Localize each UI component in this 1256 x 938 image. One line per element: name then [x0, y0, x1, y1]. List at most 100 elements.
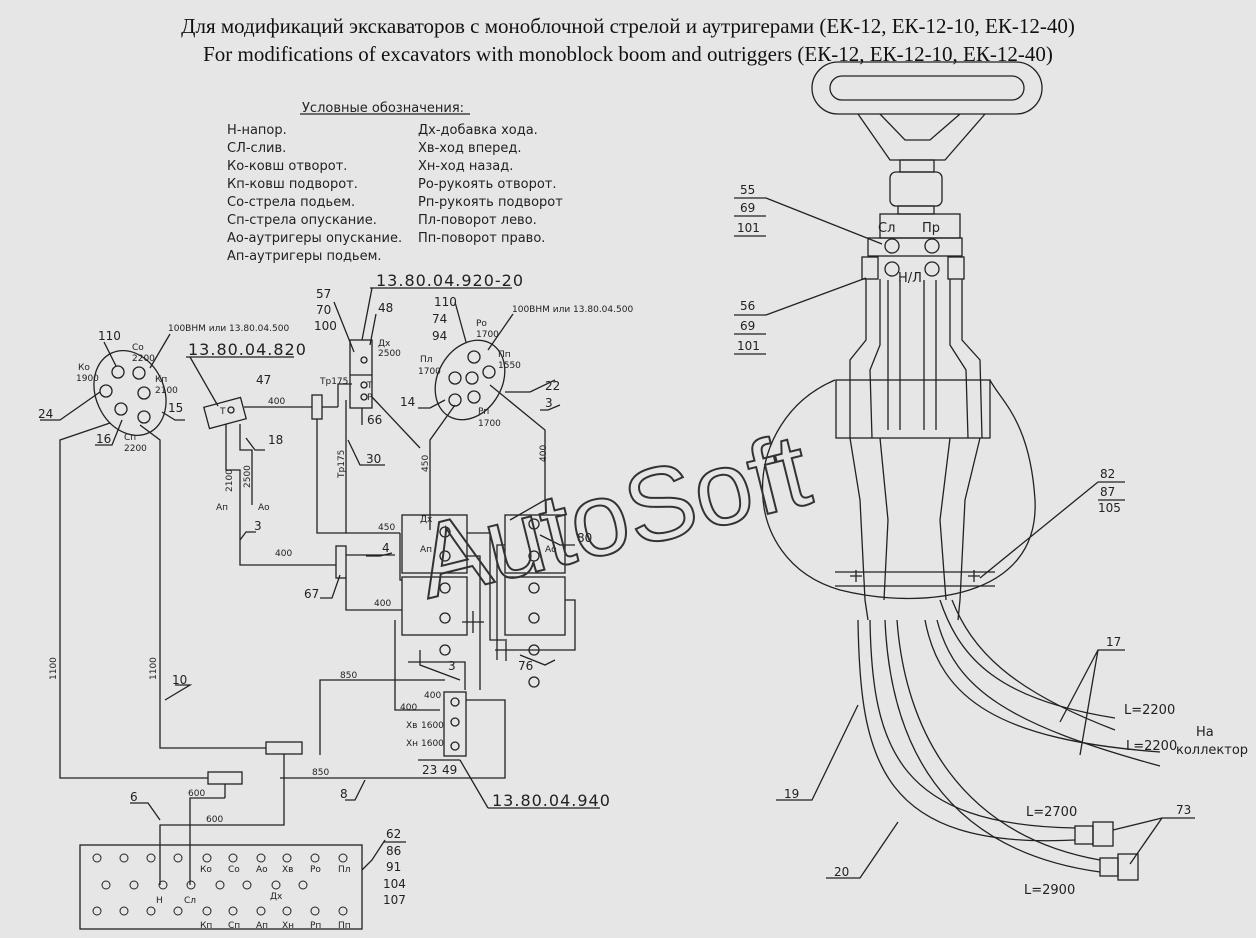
svg-text:8: 8: [340, 787, 348, 801]
hose-17: [924, 599, 1161, 767]
svg-text:400: 400: [268, 397, 285, 407]
line-400d: [394, 620, 440, 711]
svg-text:Сп: Сп: [228, 921, 240, 931]
svg-text:Пр: Пр: [922, 221, 940, 236]
svg-text:87: 87: [1100, 485, 1115, 499]
svg-text:600: 600: [206, 815, 223, 825]
svg-text:110: 110: [98, 329, 121, 343]
valve-block-left: [93, 349, 167, 437]
svg-text:1550: 1550: [498, 361, 521, 371]
line-850b: [280, 699, 506, 779]
leader-67: [320, 574, 341, 599]
leader-48: [369, 313, 377, 346]
legend-right: Дх-добавка хода. Хв-ход вперед. Хн-ход н…: [418, 123, 563, 246]
svg-text:16: 16: [96, 432, 111, 446]
svg-text:400: 400: [424, 691, 441, 701]
svg-text:30: 30: [366, 452, 381, 466]
svg-text:6: 6: [130, 790, 138, 804]
svg-text:Рп: Рп: [310, 921, 321, 931]
svg-text:850: 850: [340, 671, 357, 681]
line-pl: [429, 404, 456, 530]
svg-text:62: 62: [386, 827, 401, 841]
svg-text:Т: Т: [366, 381, 373, 391]
valve-block-right: [434, 339, 506, 421]
svg-text:14: 14: [400, 395, 415, 409]
svg-text:Ко: Ко: [78, 363, 90, 373]
svg-text:1700: 1700: [476, 330, 499, 340]
svg-text:1100: 1100: [149, 657, 159, 680]
leader-8: [345, 779, 366, 801]
svg-text:82: 82: [1100, 467, 1115, 481]
leader-55: [765, 197, 883, 245]
line-400c: [345, 578, 402, 611]
svg-text:СЛ-слив.: СЛ-слив.: [227, 141, 286, 156]
svg-text:Пл-поворот лево.: Пл-поворот лево.: [418, 213, 537, 228]
svg-text:Ао: Ао: [545, 545, 557, 555]
leader-4: [366, 552, 393, 557]
cross-fittings: [462, 611, 517, 661]
leader-80: [539, 534, 575, 546]
svg-text:23: 23: [422, 763, 437, 777]
svg-text:Н-напор.: Н-напор.: [227, 123, 287, 138]
svg-text:Пп: Пп: [338, 921, 351, 931]
svg-text:48: 48: [378, 301, 393, 315]
svg-text:Кп: Кп: [200, 921, 212, 931]
svg-text:19: 19: [784, 787, 799, 801]
distribution-ports: [92, 853, 348, 916]
svg-text:15: 15: [168, 401, 183, 415]
svg-text:Р: Р: [367, 393, 373, 403]
svg-text:3: 3: [545, 396, 553, 410]
assembly-940: 13.80.04.940: [492, 791, 611, 810]
title-ru: Для модификаций экскаваторов с моноблочн…: [181, 14, 1075, 38]
cab-outline: [762, 379, 1036, 600]
line-ao: [239, 424, 253, 505]
svg-text:Сл: Сл: [878, 221, 895, 236]
callouts: 110 24 15 16 47 18 3 57 70 100 48 66 30 …: [38, 183, 1191, 907]
leader-20: [826, 821, 899, 879]
assembly-920: 13.80.04.920-20: [376, 271, 524, 290]
svg-text:600: 600: [188, 789, 205, 799]
svg-text:Дх: Дх: [378, 339, 391, 349]
svg-text:1600: 1600: [421, 739, 444, 749]
svg-text:Н/Л: Н/Л: [898, 271, 922, 286]
hose-19-20: [857, 619, 1101, 873]
control-valve-body: [401, 514, 566, 688]
svg-text:20: 20: [834, 865, 849, 879]
leader-14: [418, 399, 446, 409]
svg-text:400: 400: [275, 549, 292, 559]
leader-73: [1112, 817, 1195, 831]
svg-text:400: 400: [400, 703, 417, 713]
svg-text:4: 4: [382, 541, 390, 555]
leader-v2: [487, 313, 514, 351]
svg-text:105: 105: [1098, 501, 1121, 515]
line-600a: [189, 797, 225, 885]
svg-text:1600: 1600: [421, 721, 444, 731]
svg-text:450: 450: [421, 455, 431, 472]
svg-text:2100: 2100: [225, 469, 235, 492]
line-pp: [489, 384, 546, 521]
svg-text:400: 400: [374, 599, 391, 609]
svg-text:94: 94: [432, 329, 447, 343]
svg-text:Тр175: Тр175: [337, 450, 347, 479]
line-1100b: [139, 424, 266, 749]
svg-text:Ко: Ко: [200, 865, 212, 875]
svg-text:1100: 1100: [49, 657, 59, 680]
svg-text:Хн: Хн: [406, 739, 418, 749]
line-850a: [319, 679, 445, 755]
svg-text:2500: 2500: [243, 465, 253, 488]
mount-bolts: [850, 570, 980, 582]
hose-fittings-73: [1074, 821, 1139, 881]
svg-text:1700: 1700: [478, 419, 501, 429]
line-450a: [316, 419, 400, 534]
svg-text:3: 3: [448, 659, 456, 673]
svg-text:10: 10: [172, 673, 187, 687]
svg-text:49: 49: [442, 763, 457, 777]
svg-text:3: 3: [254, 519, 262, 533]
svg-text:Ро: Ро: [476, 319, 487, 329]
svg-text:2200: 2200: [132, 354, 155, 364]
svg-text:Дх: Дх: [420, 515, 433, 525]
svg-text:коллектор: коллектор: [1176, 743, 1248, 758]
line-ap: [225, 424, 336, 566]
